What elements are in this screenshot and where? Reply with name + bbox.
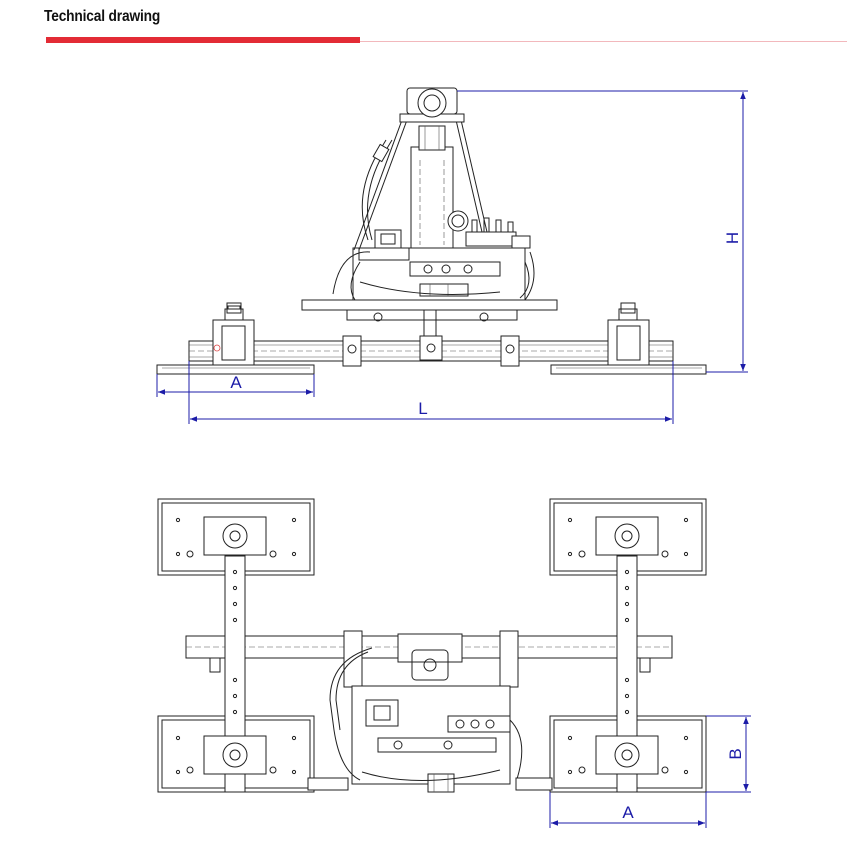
side-right-suction-pad	[550, 364, 707, 375]
top-left-arm	[224, 555, 246, 793]
side-cross-beam	[301, 299, 558, 337]
side-dimension-l: L	[188, 361, 674, 424]
side-dimension-h-label: H	[723, 232, 742, 244]
top-dimension-a: A	[549, 792, 707, 828]
side-dimension-l-label: L	[418, 399, 427, 418]
top-dimension-b: B	[706, 715, 751, 793]
top-right-arm	[616, 555, 638, 793]
side-beam-clamps	[342, 335, 520, 367]
side-dimension-a: A	[156, 373, 315, 397]
side-view: A L H	[156, 87, 748, 424]
side-knobs	[226, 305, 636, 314]
title-divider-line	[360, 41, 847, 42]
side-dimension-h: H	[457, 90, 748, 373]
top-dimension-b-label: B	[726, 748, 745, 759]
side-dimension-a-label: A	[230, 373, 242, 392]
side-right-pad-bracket	[607, 302, 650, 366]
top-vacuum-unit	[307, 630, 553, 793]
page-title: Technical drawing	[44, 8, 161, 25]
top-view: B A	[157, 498, 751, 828]
side-vacuum-unit	[332, 87, 535, 301]
top-dimension-a-label: A	[622, 803, 634, 822]
title-accent-bar	[46, 37, 360, 43]
top-pad-mounts	[203, 516, 659, 775]
side-left-pad-bracket	[212, 302, 255, 366]
